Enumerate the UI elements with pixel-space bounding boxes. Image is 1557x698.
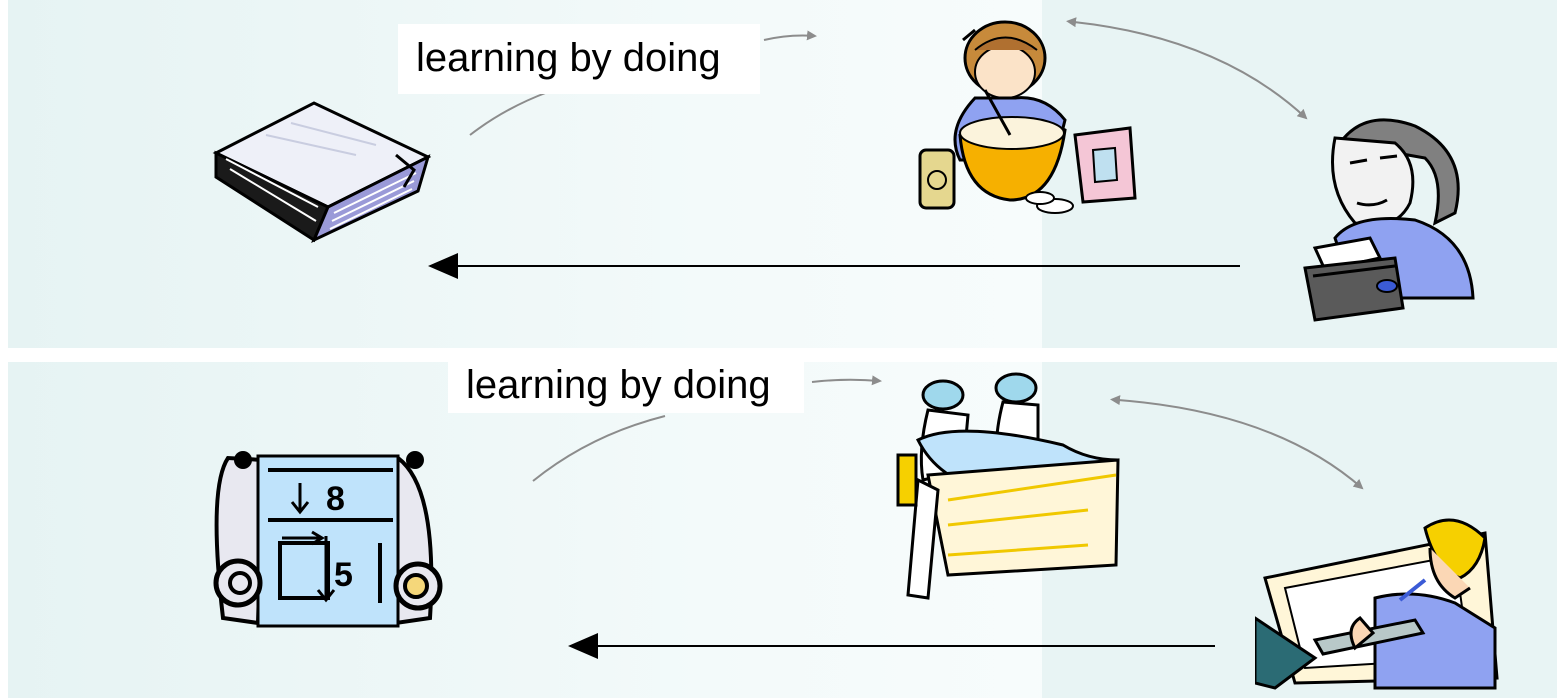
book-icon [212, 101, 431, 244]
blueprint-dim-side: 5 [334, 556, 353, 594]
child-baking-icon [918, 20, 1137, 214]
top-learning-arc [469, 91, 549, 136]
builders-reading-plans-icon [896, 372, 1120, 600]
bottom-double-arrow [1110, 395, 1364, 490]
top-return-arrowhead [428, 253, 458, 279]
typist-woman-icon [1303, 118, 1475, 322]
bottom-return-arrowhead [568, 633, 598, 659]
bottom-learning-arrow [811, 375, 882, 386]
top-learning-arrow [763, 30, 817, 41]
architect-drafting-icon [1255, 518, 1499, 690]
top-double-arrow [1066, 17, 1308, 120]
blueprint-scroll-icon: 8 5 [213, 451, 443, 628]
top-learning-label: learning by doing [398, 24, 760, 94]
bottom-learning-arc [532, 415, 666, 482]
bottom-learning-label: learning by doing [448, 357, 804, 413]
blueprint-dim-top: 8 [326, 480, 345, 518]
